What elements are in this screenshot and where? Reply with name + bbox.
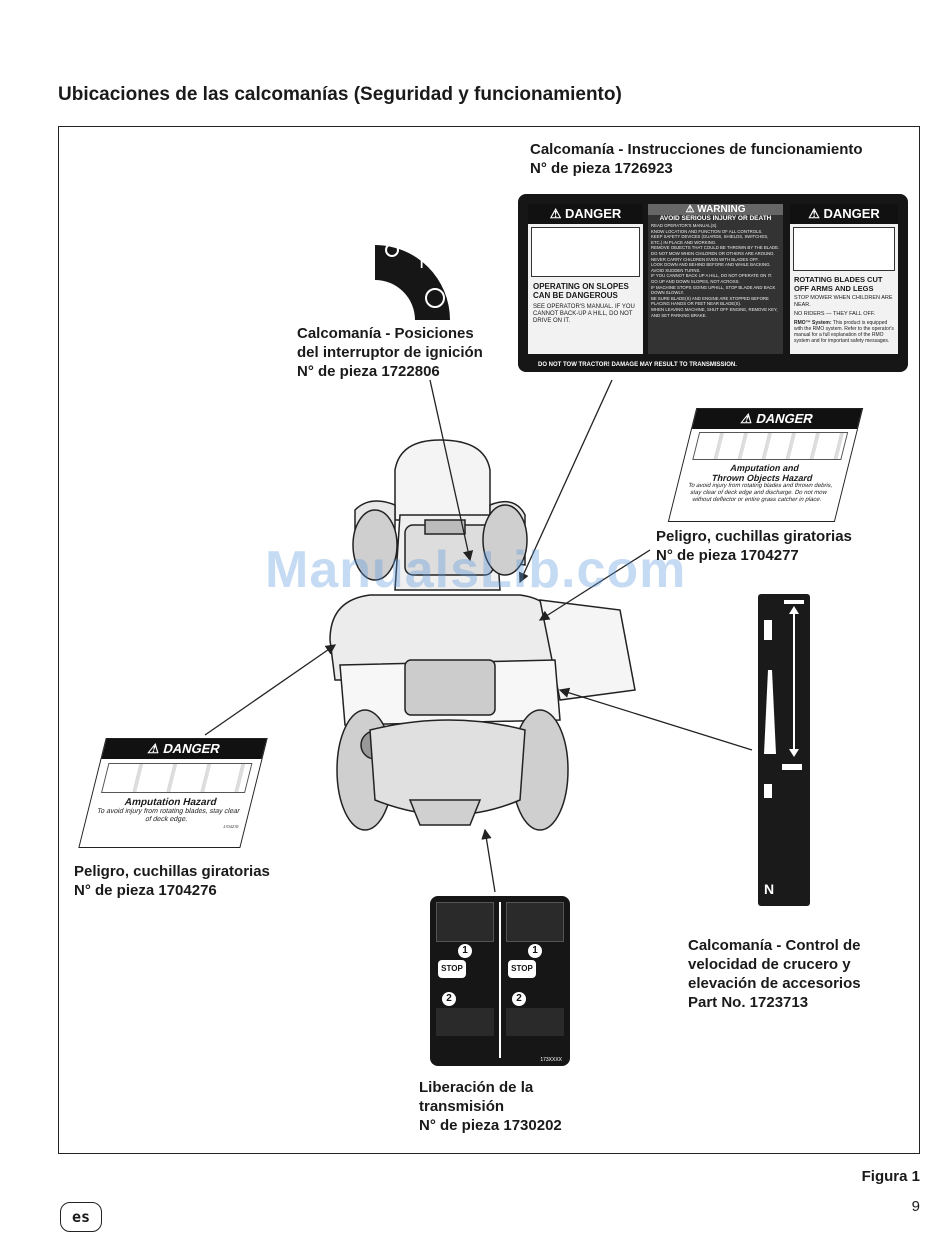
rmo-text: This product is equipped with the RMO sy… xyxy=(794,320,894,344)
label-line: del interruptor de ignición xyxy=(297,344,483,361)
lever-pictogram xyxy=(436,1008,494,1036)
cruise-control-decal: N xyxy=(758,594,810,906)
lever-pictogram xyxy=(506,1008,564,1036)
transmission-col-left: 1 STOP 2 xyxy=(434,900,496,1060)
operating-instructions-decal: ⚠ DANGER OPERATING ON SLOPES CAN BE DANG… xyxy=(518,194,908,372)
ignition-decal: I O xyxy=(375,243,450,320)
danger-text: DANGER xyxy=(161,741,222,756)
cruise-neutral-mark: N xyxy=(764,881,774,897)
blade-pictogram xyxy=(793,227,895,271)
decal-panel-left: ⚠ DANGER OPERATING ON SLOPES CAN BE DANG… xyxy=(528,204,643,354)
rmo-block: RMO™ System: This product is equipped wi… xyxy=(790,319,898,345)
label-line: velocidad de crucero y xyxy=(688,956,851,973)
label-line: Liberación de la xyxy=(419,1079,534,1096)
amputation-pictogram xyxy=(101,763,253,793)
warning-item: IF YOU CANNOT BACK UP A HILL, DO NOT OPE… xyxy=(651,273,773,279)
amputation-body: To avoid injury from rotating blades, st… xyxy=(96,808,241,823)
thrown-title: Thrown Objects Hazard xyxy=(710,473,814,483)
warning-item: GO UP AND DOWN SLOPES, NOT ACROSS. xyxy=(651,278,740,284)
decal-bottom-text: DO NOT TOW TRACTOR! DAMAGE MAY RESULT TO… xyxy=(538,362,737,368)
label-line: N° de pieza 1722806 xyxy=(297,363,440,380)
transmission-label: Liberación de la transmisión N° de pieza… xyxy=(419,1078,562,1135)
danger-header: ⚠ DANGER xyxy=(691,409,862,429)
cruise-label: Calcomanía - Control de velocidad de cru… xyxy=(688,936,861,1012)
page-number: 9 xyxy=(911,1198,920,1215)
step2-badge: 2 xyxy=(442,992,456,1006)
operating-instructions-label: Calcomanía - Instrucciones de funcionami… xyxy=(530,140,863,178)
warning-item: AVOID SUDDEN TURNS. xyxy=(651,267,701,273)
warning-item: LOOK DOWN AND BEHIND BEFORE AND WHILE BA… xyxy=(651,262,771,268)
figure-label: Figura 1 xyxy=(861,1168,920,1185)
blade-subtext2: NO RIDERS — THEY FALL OFF. xyxy=(794,311,876,317)
decal-panel-center: ⚠ WARNING AVOID SERIOUS INJURY OR DEATH … xyxy=(648,204,783,354)
rmo-title: RMO™ System: xyxy=(794,320,832,326)
decal-code: 1704276 xyxy=(222,824,240,829)
label-line: Peligro, cuchillas giratorias xyxy=(74,863,270,880)
mower-pictogram xyxy=(506,902,564,942)
cruise-graphics: N xyxy=(764,600,804,897)
step1-badge: 1 xyxy=(528,944,542,958)
label-line: Calcomanía - Posiciones xyxy=(297,325,474,342)
label-line: Calcomanía - Control de xyxy=(688,937,861,954)
slope-text: OPERATING ON SLOPES CAN BE DANGEROUS xyxy=(533,282,629,300)
page-title: Ubicaciones de las calcomanías (Segurida… xyxy=(58,84,622,105)
label-line: N° de pieza 1704277 xyxy=(656,547,799,564)
danger-header: ⚠ DANGER xyxy=(101,739,267,759)
decal-panel-right: ⚠ DANGER ROTATING BLADES CUT OFF ARMS AN… xyxy=(790,204,898,354)
blades-left-label: Peligro, cuchillas giratorias N° de piez… xyxy=(74,862,270,900)
warning-item: NEVER CARRY CHILDREN EVEN WITH BLADES OF… xyxy=(651,256,759,262)
warning-item: BE SURE BLADE(S) AND ENGINE ARE STOPPED … xyxy=(651,295,769,307)
label-line: Part No. 1723713 xyxy=(688,994,809,1011)
warning-item: REMOVE OBJECTS THAT COULD BE THROWN BY T… xyxy=(651,245,780,251)
thrown-objects-decal: ⚠ DANGER Amputation and Thrown Objects H… xyxy=(667,408,864,522)
label-line: transmisión xyxy=(419,1098,505,1115)
danger-text: DANGER xyxy=(823,206,880,221)
language-badge: es xyxy=(60,1202,102,1232)
mower-pictogram xyxy=(436,902,494,942)
watermark: ManualsLib.com xyxy=(265,541,687,599)
warning-item: READ OPERATOR'S MANUAL(S). xyxy=(651,223,718,228)
stop-sign: STOP xyxy=(438,960,466,978)
transmission-col-right: 1 STOP 2 xyxy=(504,900,566,1060)
transmission-divider xyxy=(499,902,501,1058)
warning-sub: AVOID SERIOUS INJURY OR DEATH xyxy=(659,215,772,222)
blade-subtext: STOP MOWER WHEN CHILDREN ARE NEAR. xyxy=(794,295,893,308)
transmission-decal: 1 STOP 2 1 STOP 2 173XXXX xyxy=(430,896,570,1066)
label-line: N° de pieza 1730202 xyxy=(419,1117,562,1134)
warning-item: DO NOT MOW WHEN CHILDREN OR OTHERS ARE A… xyxy=(651,250,775,256)
decal-code: 173XXXX xyxy=(540,1057,562,1063)
warning-text: WARNING xyxy=(697,204,746,215)
step1-badge: 1 xyxy=(458,944,472,958)
blade-text: ROTATING BLADES CUT OFF ARMS AND LEGS xyxy=(794,275,883,293)
stop-sign: STOP xyxy=(508,960,536,978)
figure-frame xyxy=(58,126,920,1154)
warning-item: KNOW LOCATION AND FUNCTION OF ALL CONTRO… xyxy=(651,228,763,234)
warning-item: KEEP SAFETY DEVICES (GUARDS, SHIELDS, SW… xyxy=(651,234,769,245)
thrown-body: To avoid injury from rotating blades and… xyxy=(687,483,834,503)
amputation-decal: ⚠ DANGER Amputation Hazard To avoid inju… xyxy=(78,738,268,848)
warning-list: READ OPERATOR'S MANUAL(S).KNOW LOCATION … xyxy=(648,222,783,319)
step2-badge: 2 xyxy=(512,992,526,1006)
blades-right-label: Peligro, cuchillas giratorias N° de piez… xyxy=(656,527,852,565)
label-line: N° de pieza 1704276 xyxy=(74,882,217,899)
warning-item: IF MACHINE STOPS GOING UPHILL, STOP BLAD… xyxy=(651,284,776,296)
amputation-title: Amputation Hazard xyxy=(123,797,218,808)
ignition-label: Calcomanía - Posiciones del interruptor … xyxy=(297,324,483,381)
label-line: elevación de accesorios xyxy=(688,975,861,992)
danger-text: DANGER xyxy=(564,206,622,221)
thrown-title: Amputation and xyxy=(729,463,801,473)
danger-header: ⚠ DANGER xyxy=(790,204,898,224)
label-line: Peligro, cuchillas giratorias xyxy=(656,528,852,545)
danger-text: DANGER xyxy=(754,411,815,426)
slope-subtext: SEE OPERATOR'S MANUAL. IF YOU CANNOT BAC… xyxy=(533,304,635,324)
label-line: N° de pieza 1726923 xyxy=(530,160,673,177)
warning-header: ⚠ WARNING xyxy=(648,204,783,215)
slope-pictogram xyxy=(531,227,640,277)
danger-header: ⚠ DANGER xyxy=(528,204,643,224)
thrown-pictogram xyxy=(692,432,849,460)
warning-item: WHEN LEAVING MACHINE, SHUT OFF ENGINE, R… xyxy=(651,306,778,318)
ignition-on-mark: I xyxy=(420,257,423,271)
label-line: Calcomanía - Instrucciones de funcionami… xyxy=(530,141,863,158)
